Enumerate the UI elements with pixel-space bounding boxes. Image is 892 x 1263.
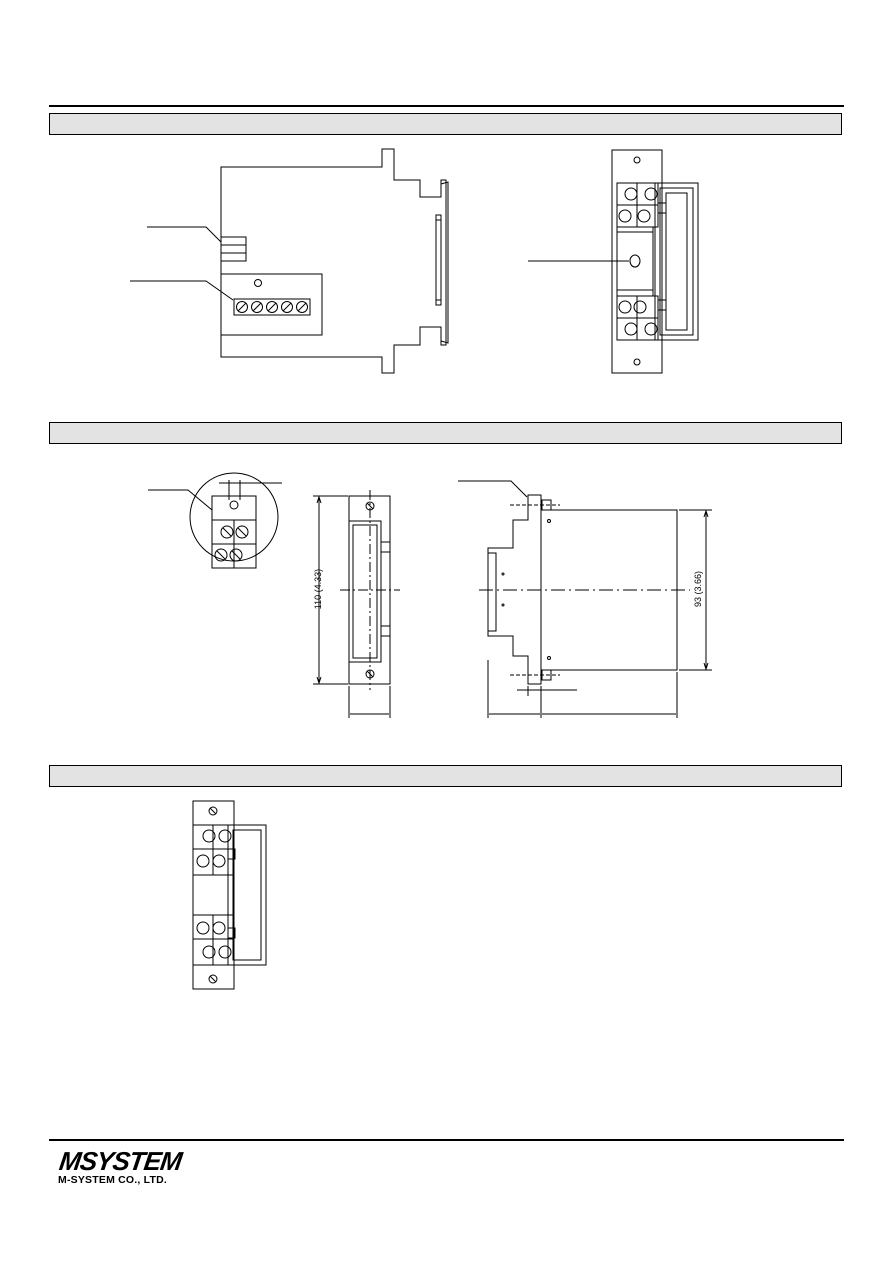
- logo-mark: MSYSTEM: [57, 1146, 184, 1176]
- front-side-views-drawing: [0, 140, 892, 390]
- dimension-label-side-height: 93 (3.66): [693, 570, 703, 608]
- dimension-side-depth: [488, 660, 677, 718]
- leader-lines-side: [130, 227, 233, 300]
- external-dimensions-drawing: [0, 470, 892, 730]
- dimension-label-front-height: 110 (4.33): [313, 568, 323, 610]
- front-outline-view: [340, 490, 400, 690]
- company-name: M-SYSTEM CO., LTD.: [58, 1174, 167, 1186]
- terminal-cover: [228, 825, 266, 965]
- header-rule: [49, 105, 844, 107]
- section-bar-terminal-view: [49, 765, 842, 787]
- side-outline-view: [458, 481, 690, 684]
- dimension-front-width: [349, 686, 390, 718]
- front-cover: [655, 183, 698, 340]
- footer-rule: [49, 1139, 844, 1141]
- terminal-detail: [148, 473, 282, 568]
- company-logo: MSYSTEM M-SYSTEM CO., LTD.: [57, 1146, 184, 1186]
- terminal-view-drawing: [0, 798, 892, 998]
- dimension-side-height: [679, 510, 712, 670]
- side-terminal-block: [221, 274, 322, 335]
- side-view-body: [221, 149, 448, 373]
- dimension-front-height: [313, 496, 348, 684]
- side-connector-tab: [221, 237, 246, 261]
- section-bar-front-side-views: [49, 113, 842, 135]
- terminal-module: [193, 801, 234, 989]
- section-bar-external-dimensions: [49, 422, 842, 444]
